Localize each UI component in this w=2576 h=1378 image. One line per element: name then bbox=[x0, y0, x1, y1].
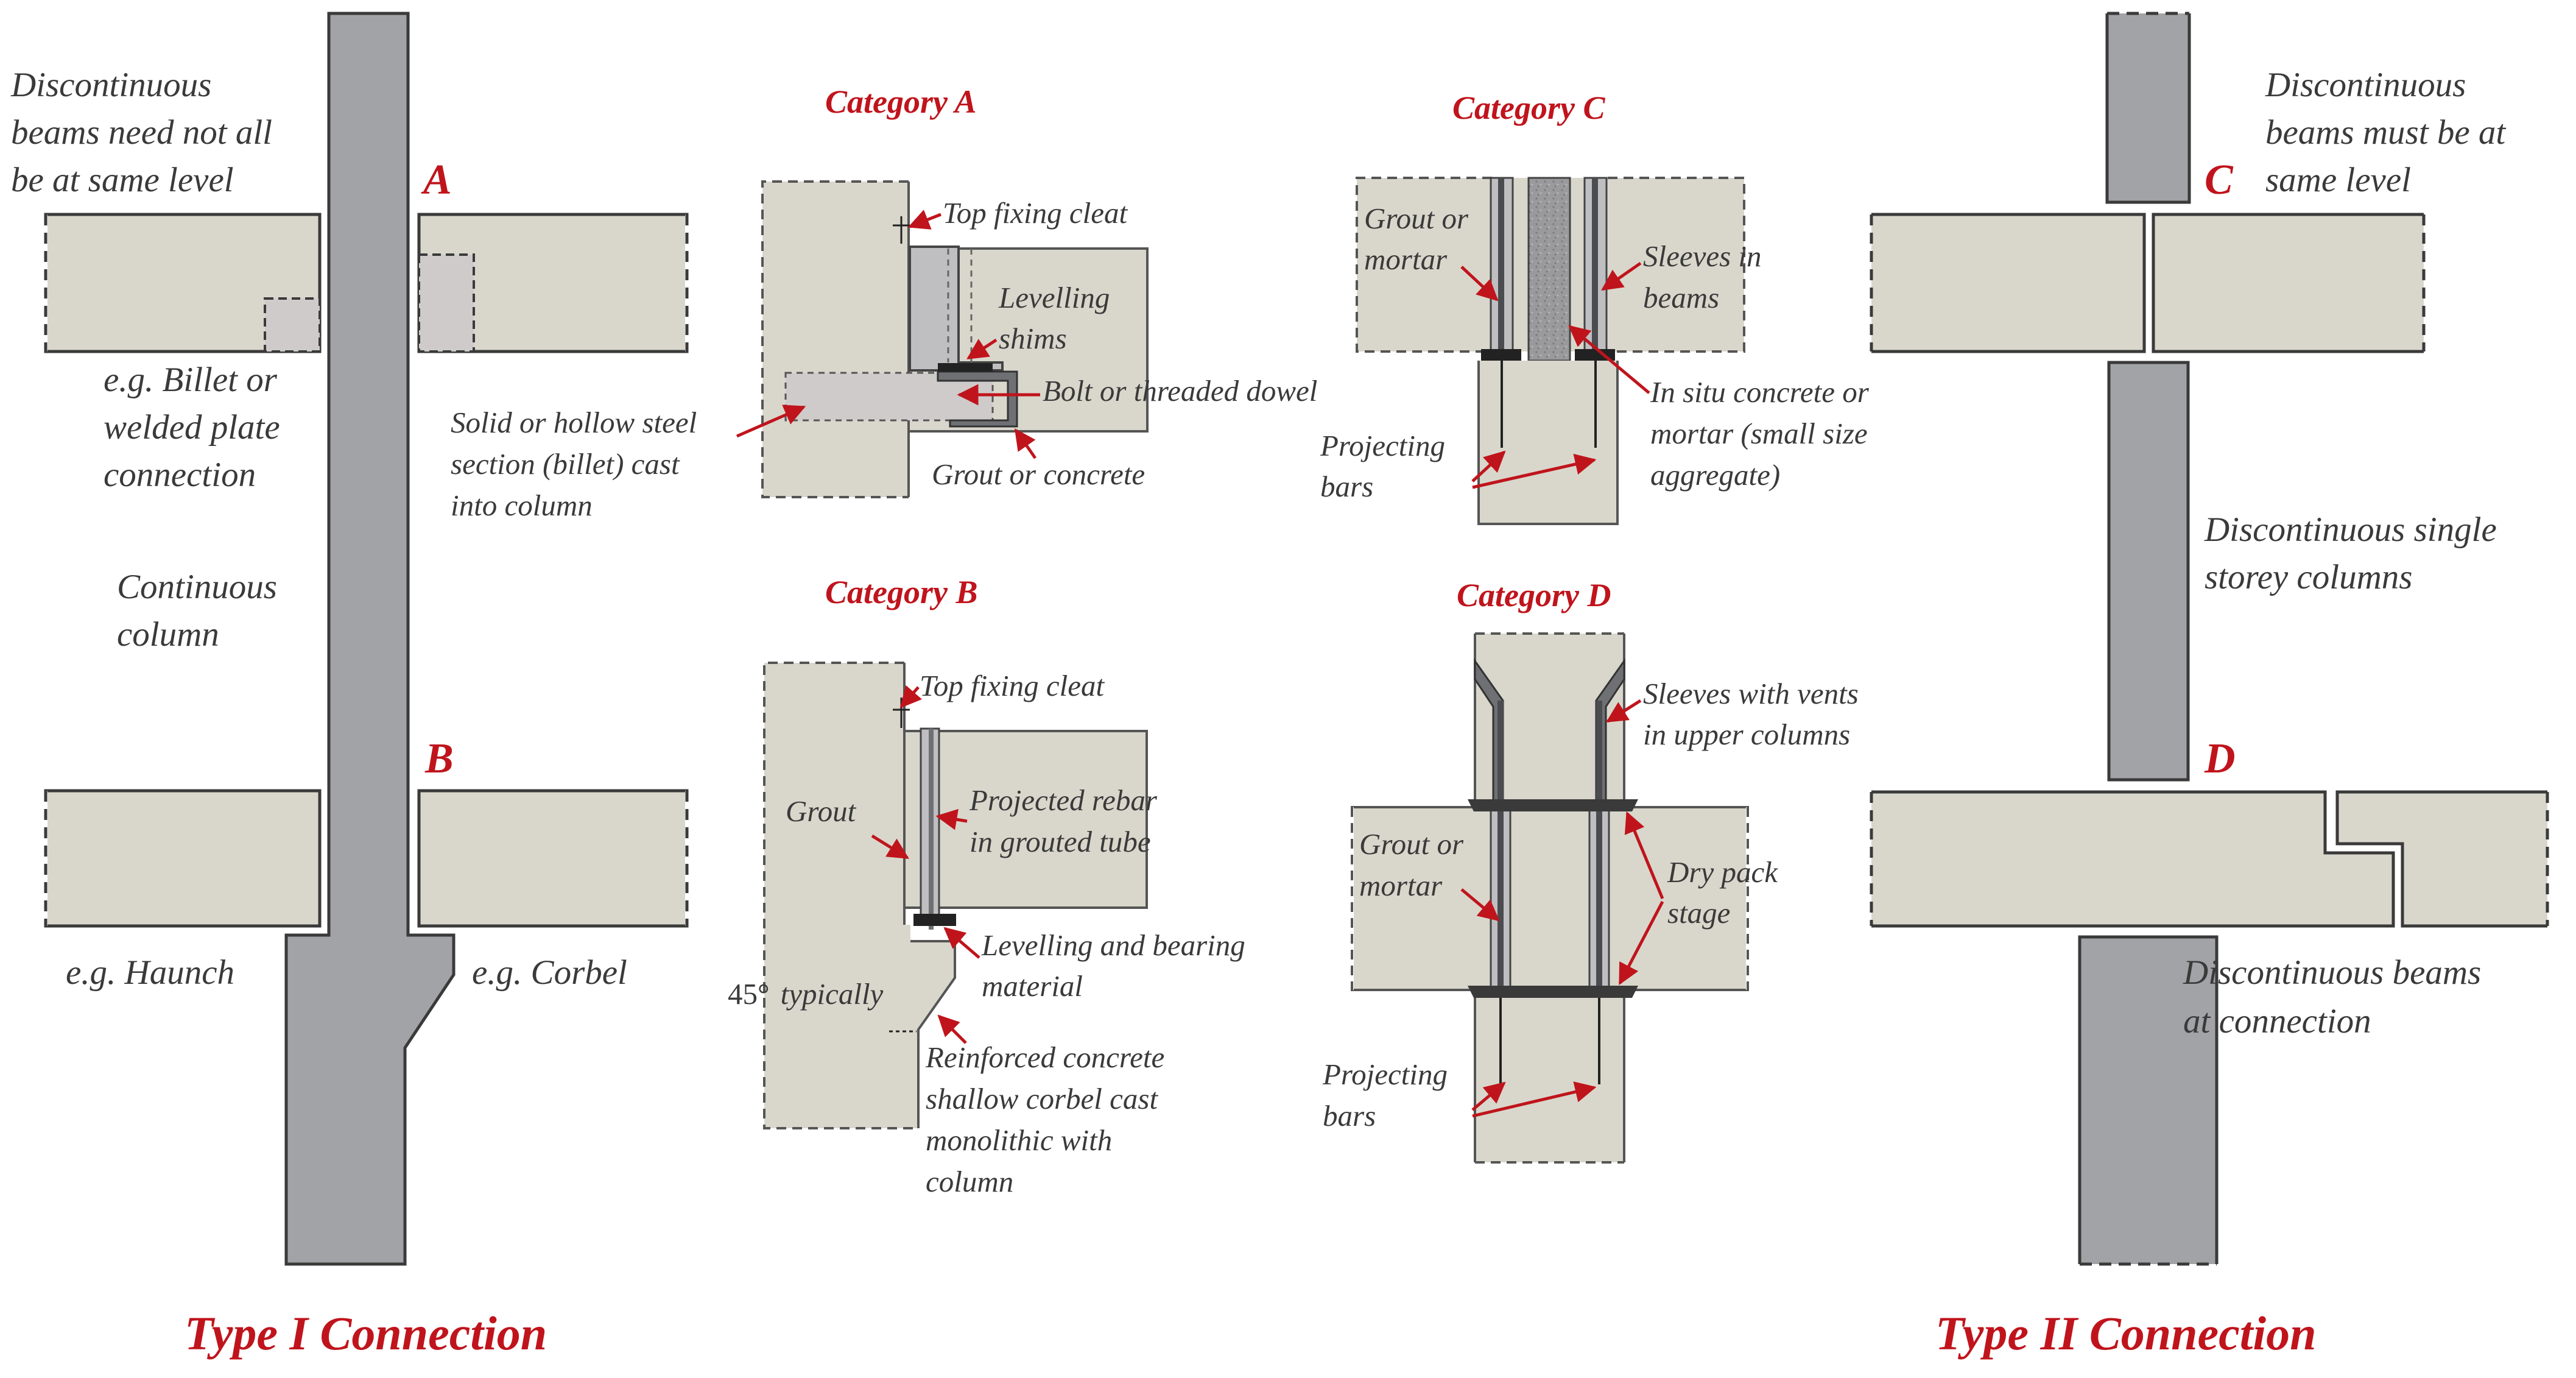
category-a-detail: Category A Top fixing cleat Levelling sh… bbox=[451, 83, 1317, 522]
category-c-detail: Category C Grout or mortar Sleeves in be… bbox=[1320, 90, 1876, 525]
cat-d-beam bbox=[1351, 806, 1749, 991]
cat-d-label-bars: Projecting bars bbox=[1322, 1058, 1455, 1132]
letter-a: A bbox=[421, 157, 452, 203]
letter-b: B bbox=[424, 735, 454, 782]
note-single-storey-columns: Discontinuous single storey columns bbox=[2204, 511, 2505, 596]
note-billet: e.g. Billet or welded plate connection bbox=[104, 361, 289, 494]
type2-connection: C D Discontinuous beams must be at same … bbox=[1870, 12, 2549, 1360]
type2-beam-bottom-left bbox=[1871, 792, 2393, 926]
cat-a-label-grout: Grout or concrete bbox=[932, 458, 1145, 491]
cat-c-label-bars: Projecting bars bbox=[1320, 429, 1452, 503]
continuous-column bbox=[284, 12, 456, 1266]
note-discontinuous-beams: Discontinuous beams at connection bbox=[2183, 953, 2490, 1041]
note-levels-type2: Discontinuous beams must be at same leve… bbox=[2265, 66, 2514, 199]
type2-beam-top-right bbox=[2153, 214, 2424, 352]
letter-c: C bbox=[2205, 157, 2234, 203]
category-d-title: Category D bbox=[1457, 577, 1611, 613]
cat-a-label-shims: Levelling shims bbox=[998, 281, 1117, 355]
cat-d-label-drypack: Dry pack stage bbox=[1667, 855, 1785, 930]
cat-b-label-corbel: Reinforced concrete shallow corbel cast … bbox=[925, 1041, 1172, 1198]
note-corbel: e.g. Corbel bbox=[472, 953, 627, 992]
category-b-title: Category B bbox=[825, 574, 978, 610]
type2-lower-column bbox=[2080, 937, 2217, 1264]
cat-b-label-rebar: Projected rebar in grouted tube bbox=[969, 783, 1164, 858]
note-levels-type1: Discontinuous beams need not all be at s… bbox=[10, 66, 281, 199]
type1-title: Type I Connection bbox=[185, 1307, 547, 1360]
cat-d-lower-column bbox=[1475, 998, 1624, 1162]
type2-title: Type II Connection bbox=[1935, 1307, 2316, 1360]
billet-right bbox=[418, 253, 475, 353]
cat-b-beam bbox=[903, 730, 1148, 909]
category-b-detail: Category B Top fixing cleat Grout Projec… bbox=[728, 574, 1253, 1198]
cat-b-label-angle: 45° typically bbox=[728, 977, 884, 1011]
cat-a-label-bolt: Bolt or threaded dowel bbox=[1043, 374, 1317, 408]
cat-d-label-vents: Sleeves with vents in upper columns bbox=[1643, 677, 1866, 751]
type2-single-storey-column bbox=[2107, 361, 2190, 782]
category-a-title: Category A bbox=[825, 83, 976, 120]
cat-c-label-insitu: In situ concrete or mortar (small size a… bbox=[1650, 375, 1876, 492]
cat-b-label-top-cleat: Top fixing cleat bbox=[920, 669, 1105, 702]
cat-d-label-grout: Grout or mortar bbox=[1359, 827, 1471, 902]
cat-c-label-sleeves: Sleeves in beams bbox=[1643, 239, 1769, 314]
type2-upper-column bbox=[2107, 13, 2189, 202]
type2-beam-top-left bbox=[1871, 214, 2144, 352]
type1-connection: Discontinuous beams need not all be at s… bbox=[10, 12, 689, 1360]
beam-bottom-left bbox=[44, 789, 322, 928]
cat-c-label-grout: Grout or mortar bbox=[1364, 202, 1476, 276]
note-haunch: e.g. Haunch bbox=[66, 953, 234, 992]
beam-bottom-right bbox=[417, 789, 689, 928]
type2-beam-bottom-right bbox=[2337, 792, 2547, 926]
category-d-detail: Category D Sleeves with vents in upper c… bbox=[1322, 577, 1866, 1164]
cat-a-column bbox=[762, 182, 909, 497]
note-continuous-column: Continuous column bbox=[117, 568, 286, 654]
cat-a-label-steel: Solid or hollow steel section (billet) c… bbox=[451, 406, 705, 522]
cat-b-label-grout: Grout bbox=[786, 794, 857, 828]
category-c-title: Category C bbox=[1452, 90, 1605, 126]
billet-left bbox=[264, 297, 321, 353]
cat-b-label-bearing: Levelling and bearing material bbox=[981, 928, 1253, 1003]
cat-c-insitu-joint bbox=[1527, 177, 1571, 362]
cat-a-label-top-cleat: Top fixing cleat bbox=[943, 196, 1128, 230]
letter-d: D bbox=[2204, 735, 2236, 782]
cat-b-column bbox=[764, 663, 955, 1128]
